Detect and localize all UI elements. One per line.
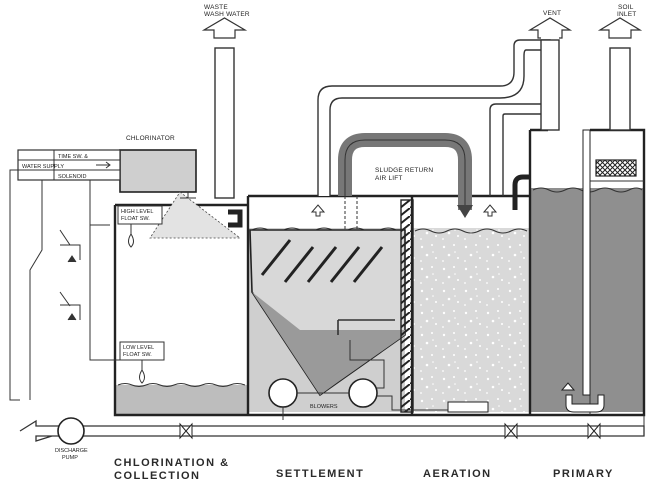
blowers [268, 340, 489, 420]
sludge-return-air-lift [338, 133, 473, 230]
inlet-label: INLET [617, 11, 636, 18]
control-wiring [9, 169, 120, 401]
sludge-return-label: SLUDGE RETURN [375, 167, 433, 174]
float-switches [117, 205, 165, 384]
chlorinator [119, 149, 242, 239]
wash-water-label: WASH WATER [204, 11, 250, 18]
discharge-line [19, 415, 645, 445]
section-chlorination: CHLORINATION & [114, 457, 230, 469]
waste-wash-water-pipe [201, 17, 248, 228]
vent-pipe-loop [310, 17, 573, 217]
chlorinator-label: CHLORINATOR [126, 135, 175, 142]
pump-label: PUMP [62, 455, 78, 461]
high-level-label: HIGH LEVEL [121, 209, 153, 215]
water-supply-label: WATER SUPPLY [22, 164, 64, 170]
labels: WASTE WASH WATER VENT SOIL INLET CHLORIN… [22, 4, 636, 482]
air-lift-label: AIR LIFT [375, 175, 403, 182]
aeration-grid-wall [400, 199, 414, 413]
time-sw-label: TIME SW. & [58, 154, 88, 160]
section-primary: PRIMARY [553, 468, 614, 480]
section-settlement: SETTLEMENT [276, 468, 364, 480]
discharge-label: DISCHARGE [55, 448, 88, 454]
soil-label: SOIL [618, 4, 634, 11]
blowers-label: BLOWERS [310, 404, 338, 410]
waste-label: WASTE [204, 4, 228, 11]
collection-liquid [115, 385, 248, 415]
settlement-hopper [249, 229, 406, 397]
vent-label: VENT [543, 10, 561, 17]
low-level-label: LOW LEVEL [123, 345, 154, 351]
time-switch-solenoid [17, 149, 121, 181]
aeration-liquid [412, 228, 530, 412]
soil-inlet-pipe [512, 17, 643, 413]
section-aeration: AERATION [423, 468, 492, 480]
low-float-label: FLOAT SW. [123, 352, 152, 358]
high-float-label: FLOAT SW. [121, 216, 150, 222]
solenoid-label: SOLENOID [58, 174, 86, 180]
section-collection: COLLECTION [114, 470, 201, 482]
